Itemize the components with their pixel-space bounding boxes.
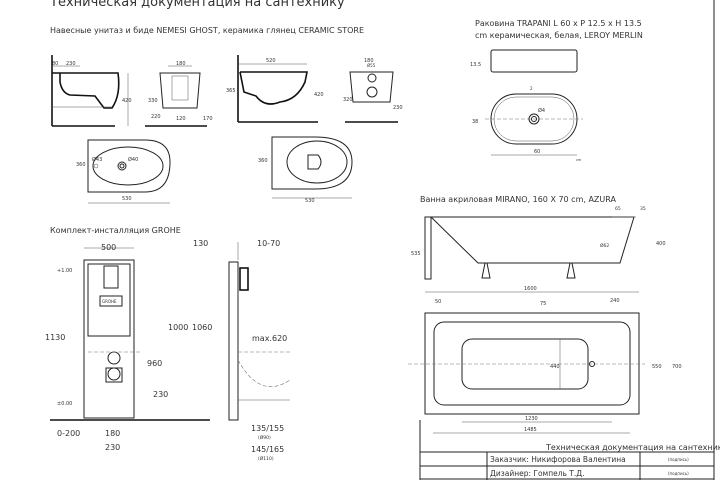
toilet-side-view: 520 365 420: [226, 55, 324, 123]
dim-label: 365: [226, 88, 236, 94]
bathtub-side-view: 535 400 65 35 Ø62: [411, 206, 666, 280]
toilet-front-view: 180 Ø55 320 230: [343, 58, 403, 123]
dim-label: 500: [101, 243, 116, 252]
dim-label: 550: [652, 364, 662, 370]
dim-label: (Ø110): [258, 455, 274, 462]
sink-drawing: 13.5 Ø4 2 38 60 cm: [470, 49, 583, 162]
dim-label: 180: [105, 429, 120, 438]
dim-label: cm: [576, 158, 582, 162]
title-block-title: Техническая документация на сантехнику: [545, 443, 720, 452]
dim-label: 520: [266, 58, 276, 64]
dim-label: 400: [656, 241, 666, 247]
dim-label: 130: [193, 239, 208, 248]
dim-label: 360: [258, 158, 268, 164]
signature-field: (подпись): [668, 471, 689, 476]
sink-caption-line1: Раковина TRAPANI L 60 x P 12.5 x H 13.5: [475, 19, 642, 28]
dim-label: +1.00: [57, 268, 72, 274]
dim-label: Ø62: [600, 242, 609, 249]
bidet-side-view: 80 230 420: [51, 55, 132, 127]
toilet-plan-view: 360 530: [258, 136, 353, 204]
dim-label: 60: [534, 149, 540, 155]
dim-label: 530: [305, 198, 315, 204]
dim-label: 440: [550, 364, 560, 370]
dim-label: 220: [151, 114, 161, 120]
dim-label: 240: [610, 298, 620, 304]
dim-label: 530: [122, 196, 132, 202]
dim-label: Ø40: [128, 156, 138, 163]
dim-label: 75: [540, 301, 546, 307]
title-block: Техническая документация на сантехнику З…: [420, 443, 720, 480]
customer-name: Заказчик: Никифорова Валентина: [490, 455, 626, 464]
sink-caption-line2: cm керамическая, белая, LEROY MERLIN: [475, 31, 643, 40]
page-title: Техническая документация на сантехнику: [49, 0, 345, 10]
dim-label: 700: [672, 364, 682, 370]
toilets-caption: Навесные унитаз и биде NEMESI GHOST, кер…: [50, 26, 364, 35]
installation-side-view: 130 10-70 1060 max.620 135/155 (Ø90) 145…: [192, 239, 291, 462]
bidet-front-view: 180 330 220 120 170: [145, 61, 213, 127]
dim-label: 35: [640, 206, 646, 212]
dim-label: 360: [76, 162, 86, 168]
dim-label: 38: [472, 119, 478, 125]
signature-field: (подпись): [668, 457, 689, 462]
dim-label: 230: [105, 443, 120, 452]
dim-label: 0-200: [57, 429, 80, 438]
dim-label: 10-70: [257, 239, 280, 248]
dim-label: 65: [615, 206, 621, 212]
dim-label: Ø43: [92, 156, 102, 163]
dim-label: 2: [530, 86, 533, 91]
dim-label: 230: [393, 105, 403, 111]
dim-label: max.620: [252, 334, 287, 343]
dim-label: 13.5: [470, 62, 481, 68]
dim-label: 1230: [525, 416, 538, 422]
dim-label: 145/165: [251, 445, 284, 454]
dim-label: 1000: [168, 323, 188, 332]
dim-label: 80: [52, 61, 58, 67]
bidet-plan-view: Ø43 Ø40 360 530: [76, 139, 171, 204]
dim-label: 420: [314, 92, 324, 98]
dim-label: 230: [153, 390, 168, 399]
grohe-logo: GROHE: [102, 299, 117, 304]
dim-label: Ø4: [538, 107, 545, 114]
designer-name: Дизайнер: Гомпель Т.Д.: [490, 469, 585, 478]
dim-label: 535: [411, 251, 421, 257]
dim-label: 230: [66, 61, 76, 67]
dim-label: 50: [435, 299, 441, 305]
dim-label: 135/155: [251, 424, 284, 433]
dim-label: 1600: [524, 286, 537, 292]
bathtub-plan-view: 1600 50 75 240 440 550 700 1230 1485: [408, 286, 682, 434]
installation-front-view: GROHE 500 1130 +1.00 ±0.00 1000 960 230 …: [45, 243, 210, 452]
dim-label: (Ø90): [258, 434, 271, 441]
dim-label: 320: [343, 97, 353, 103]
dim-label: 1060: [192, 323, 212, 332]
install-caption: Комплект-инсталляция GROHE: [50, 226, 181, 235]
dim-label: 1130: [45, 333, 65, 342]
dim-label: 120: [176, 116, 186, 122]
bath-caption: Ванна акриловая MIRANO, 160 X 70 cm, AZU…: [420, 195, 617, 204]
dim-label: 180: [176, 61, 186, 67]
dim-label: 960: [147, 359, 162, 368]
dim-label: Ø55: [367, 63, 376, 68]
dim-label: ±0.00: [57, 401, 72, 407]
dim-label: 330: [148, 98, 158, 104]
dim-label: 1485: [524, 427, 537, 433]
dim-label: 180: [364, 58, 374, 64]
dim-label: 420: [122, 98, 132, 104]
dim-label: 170: [203, 116, 213, 122]
